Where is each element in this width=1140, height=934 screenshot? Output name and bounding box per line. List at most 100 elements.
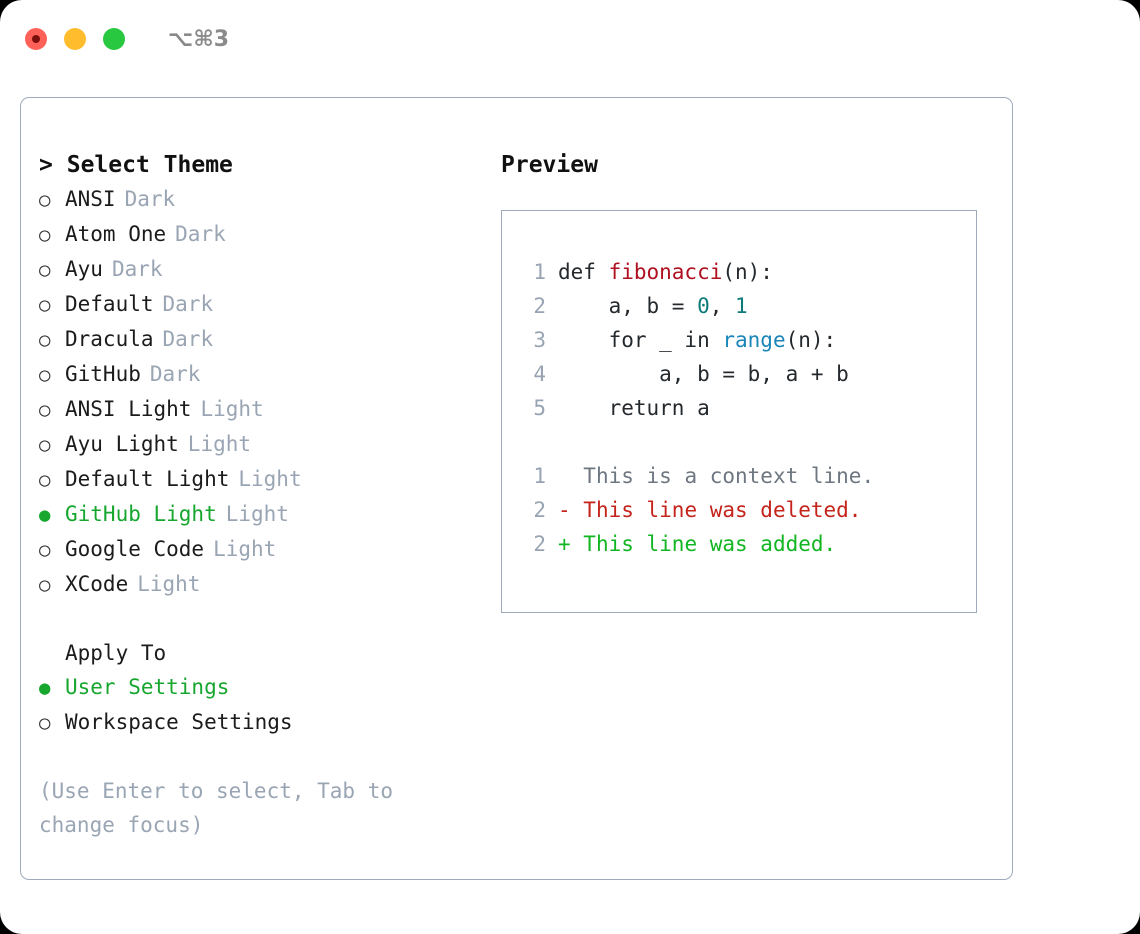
radio-icon: ○ bbox=[39, 259, 51, 281]
radio-icon: ○ bbox=[39, 399, 51, 421]
preview-title: Preview bbox=[501, 152, 598, 178]
theme-option-tag: Dark bbox=[149, 362, 201, 386]
code-segment: , bbox=[709, 294, 736, 318]
diff-marker bbox=[558, 459, 583, 493]
theme-option-tag: Dark bbox=[175, 222, 226, 246]
theme-option-tag: Light bbox=[137, 572, 201, 596]
theme-option-atom-one[interactable]: ○ Atom One Dark bbox=[39, 217, 494, 252]
theme-option-ansi[interactable]: ○ ANSI Dark bbox=[39, 182, 494, 217]
theme-option-dracula[interactable]: ○ Dracula Dark bbox=[39, 322, 494, 357]
diff-marker: - bbox=[558, 498, 584, 522]
code-segment-builtin: range bbox=[722, 328, 786, 352]
theme-option-tag: Light bbox=[225, 502, 289, 526]
main-panel: > Select Theme ○ ANSI Dark ○ Atom One Da… bbox=[20, 97, 1013, 880]
apply-to-option-workspace-settings[interactable]: ○ Workspace Settings bbox=[39, 705, 494, 740]
theme-option-label: Ayu bbox=[65, 257, 103, 281]
window-titlebar: ⌥⌘3 bbox=[0, 0, 1140, 78]
code-line: 2 a, b = 0, 1 bbox=[518, 289, 976, 323]
theme-option-github[interactable]: ○ GitHub Dark bbox=[39, 357, 494, 392]
diff-text: This is a context line. bbox=[583, 464, 875, 488]
apply-to-option-label: Workspace Settings bbox=[65, 710, 293, 734]
line-number: 2 bbox=[533, 498, 546, 522]
theme-option-label: GitHub Light bbox=[65, 502, 217, 526]
line-number: 1 bbox=[533, 464, 546, 488]
theme-picker-column: > Select Theme ○ ANSI Dark ○ Atom One Da… bbox=[39, 148, 494, 842]
theme-option-label: Google Code bbox=[65, 537, 205, 561]
code-segment: for _ in bbox=[558, 328, 723, 352]
theme-option-tag: Light bbox=[238, 467, 302, 491]
minimize-button[interactable] bbox=[64, 28, 86, 50]
theme-option-label: Default Light bbox=[65, 467, 230, 491]
line-number: 1 bbox=[533, 260, 546, 284]
prompt-caret-icon: > bbox=[39, 152, 53, 178]
diff-line-added: 2 + This line was added. bbox=[518, 527, 976, 561]
theme-option-default-light[interactable]: ○ Default Light Light bbox=[39, 462, 494, 497]
theme-option-list: ○ ANSI Dark ○ Atom One Dark ○ Ayu Dark bbox=[39, 182, 494, 602]
code-segment-number: 0 bbox=[697, 294, 710, 318]
radio-icon: ○ bbox=[39, 294, 51, 316]
theme-option-google-code[interactable]: ○ Google Code Light bbox=[39, 532, 494, 567]
theme-option-ayu-light[interactable]: ○ Ayu Light Light bbox=[39, 427, 494, 462]
radio-icon-selected: ● bbox=[39, 677, 51, 699]
theme-option-label: ANSI Light bbox=[65, 397, 192, 421]
diff-text: This line was deleted. bbox=[583, 498, 862, 522]
line-number: 2 bbox=[533, 532, 546, 556]
theme-option-label: GitHub bbox=[65, 362, 141, 386]
line-number: 2 bbox=[533, 294, 546, 318]
theme-option-tag: Dark bbox=[162, 292, 214, 316]
radio-icon: ○ bbox=[39, 364, 51, 386]
code-segment: def bbox=[558, 260, 609, 284]
maximize-button[interactable] bbox=[103, 28, 125, 50]
diff-sample: 1 This is a context line. 2 - This line … bbox=[518, 459, 976, 561]
theme-option-label: Default bbox=[65, 292, 154, 316]
theme-option-github-light[interactable]: ● GitHub Light Light bbox=[39, 497, 494, 532]
theme-option-label: ANSI bbox=[65, 187, 116, 211]
theme-option-tag: Dark bbox=[111, 257, 163, 281]
theme-option-ansi-light[interactable]: ○ ANSI Light Light bbox=[39, 392, 494, 427]
apply-to-option-user-settings[interactable]: ● User Settings bbox=[39, 670, 494, 705]
theme-option-tag: Dark bbox=[124, 187, 176, 211]
code-segment: (n): bbox=[785, 328, 837, 352]
theme-option-tag: Light bbox=[200, 397, 264, 421]
radio-icon-selected: ● bbox=[39, 504, 51, 526]
code-segment-function: fibonacci bbox=[608, 260, 723, 284]
line-number: 4 bbox=[533, 362, 546, 386]
keyboard-hint-text: (Use Enter to select, Tab to change focu… bbox=[39, 779, 394, 837]
code-line: 3 for _ in range(n): bbox=[518, 323, 976, 357]
preview-box: 1 def fibonacci(n): 2 a, b = 0, 1 3 for … bbox=[501, 210, 977, 613]
theme-option-tag: Dark bbox=[162, 327, 214, 351]
apply-to-option-list: ● User Settings ○ Workspace Settings bbox=[39, 670, 494, 740]
line-number: 3 bbox=[533, 328, 546, 352]
radio-icon: ○ bbox=[39, 539, 51, 561]
theme-option-default[interactable]: ○ Default Dark bbox=[39, 287, 494, 322]
radio-icon: ○ bbox=[39, 712, 51, 734]
theme-option-xcode[interactable]: ○ XCode Light bbox=[39, 567, 494, 602]
theme-option-ayu[interactable]: ○ Ayu Dark bbox=[39, 252, 494, 287]
code-segment: return a bbox=[558, 396, 710, 420]
line-number: 5 bbox=[533, 396, 546, 420]
code-segment-number: 1 bbox=[735, 294, 748, 318]
code-segment: (n): bbox=[722, 260, 773, 284]
code-line: 1 def fibonacci(n): bbox=[518, 255, 976, 289]
radio-icon: ○ bbox=[39, 434, 51, 456]
code-line: 4 a, b = b, a + b bbox=[518, 357, 976, 391]
theme-option-tag: Light bbox=[187, 432, 252, 456]
page-title: > Select Theme bbox=[39, 148, 494, 182]
diff-text: This line was added. bbox=[583, 532, 837, 556]
radio-icon: ○ bbox=[39, 329, 51, 351]
close-button[interactable] bbox=[25, 28, 47, 50]
code-segment: a, b = b, a + b bbox=[558, 362, 849, 386]
code-line: 5 return a bbox=[518, 391, 976, 425]
list-spacer bbox=[39, 602, 494, 636]
hint-spacer bbox=[39, 740, 494, 774]
preview-column: Preview 1 def fibonacci(n): 2 a, b = 0, … bbox=[501, 148, 1001, 613]
theme-option-tag: Light bbox=[213, 537, 277, 561]
theme-option-label: Atom One bbox=[65, 222, 167, 246]
diff-marker: + bbox=[558, 532, 584, 556]
traffic-light-group bbox=[25, 28, 125, 50]
theme-option-label: XCode bbox=[65, 572, 129, 596]
code-diff-spacer bbox=[518, 425, 976, 459]
apply-to-option-label: User Settings bbox=[65, 675, 230, 699]
recording-dot-icon bbox=[32, 35, 40, 43]
